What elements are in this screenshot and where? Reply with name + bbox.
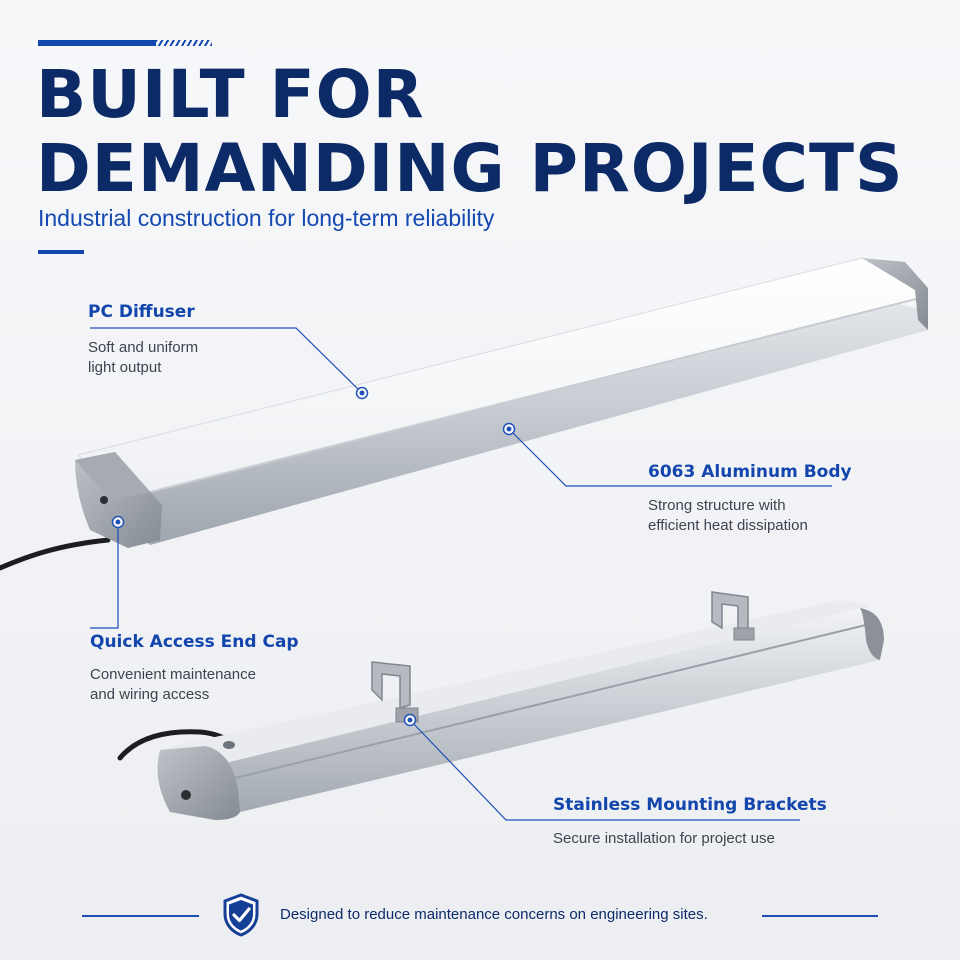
callout-desc-endcap: Convenient maintenance and wiring access xyxy=(90,666,256,703)
callout-title-brackets: Stainless Mounting Brackets xyxy=(553,795,827,815)
aluminum-body-bottom xyxy=(205,608,884,814)
fixture-top xyxy=(0,257,928,571)
fixture-bottom xyxy=(117,591,884,820)
footer-text: Designed to reduce maintenance concerns … xyxy=(280,906,708,923)
leader-lines xyxy=(90,327,832,821)
callout-desc-brackets: Secure installation for project use xyxy=(553,830,775,847)
leader-line-body xyxy=(508,428,832,487)
callout-desc-diffuser: Soft and uniform light output xyxy=(88,339,199,376)
leader-line-diffuser xyxy=(90,327,363,394)
power-cable-top xyxy=(0,537,111,571)
shield-check-icon xyxy=(223,893,259,937)
top-accent-hatch xyxy=(156,40,212,46)
title-line-2: DEMANDING PROJECTS xyxy=(36,130,904,207)
aluminum-body-top xyxy=(100,300,928,545)
title-line-1: BUILT FOR xyxy=(36,56,425,133)
footer-line-right xyxy=(762,915,878,917)
mounting-bracket-right xyxy=(711,591,755,641)
top-accent-bar xyxy=(38,40,156,46)
leader-dots xyxy=(111,386,516,727)
footer-line-left xyxy=(82,915,199,917)
pc-diffuser xyxy=(76,257,921,493)
callout-title-endcap: Quick Access End Cap xyxy=(90,632,299,652)
end-cap-bottom xyxy=(157,746,240,820)
page-subtitle: Industrial construction for long-term re… xyxy=(38,205,495,231)
callout-title-body: 6063 Aluminum Body xyxy=(648,462,852,482)
subtitle-accent-bar xyxy=(38,250,84,254)
leader-line-endcap xyxy=(90,522,119,629)
leader-line-brackets xyxy=(409,719,800,821)
callout-title-diffuser: PC Diffuser xyxy=(88,302,195,322)
page-title: BUILT FOR DEMANDING PROJECTS xyxy=(36,58,904,206)
callout-desc-body: Strong structure with efficient heat dis… xyxy=(648,497,808,534)
